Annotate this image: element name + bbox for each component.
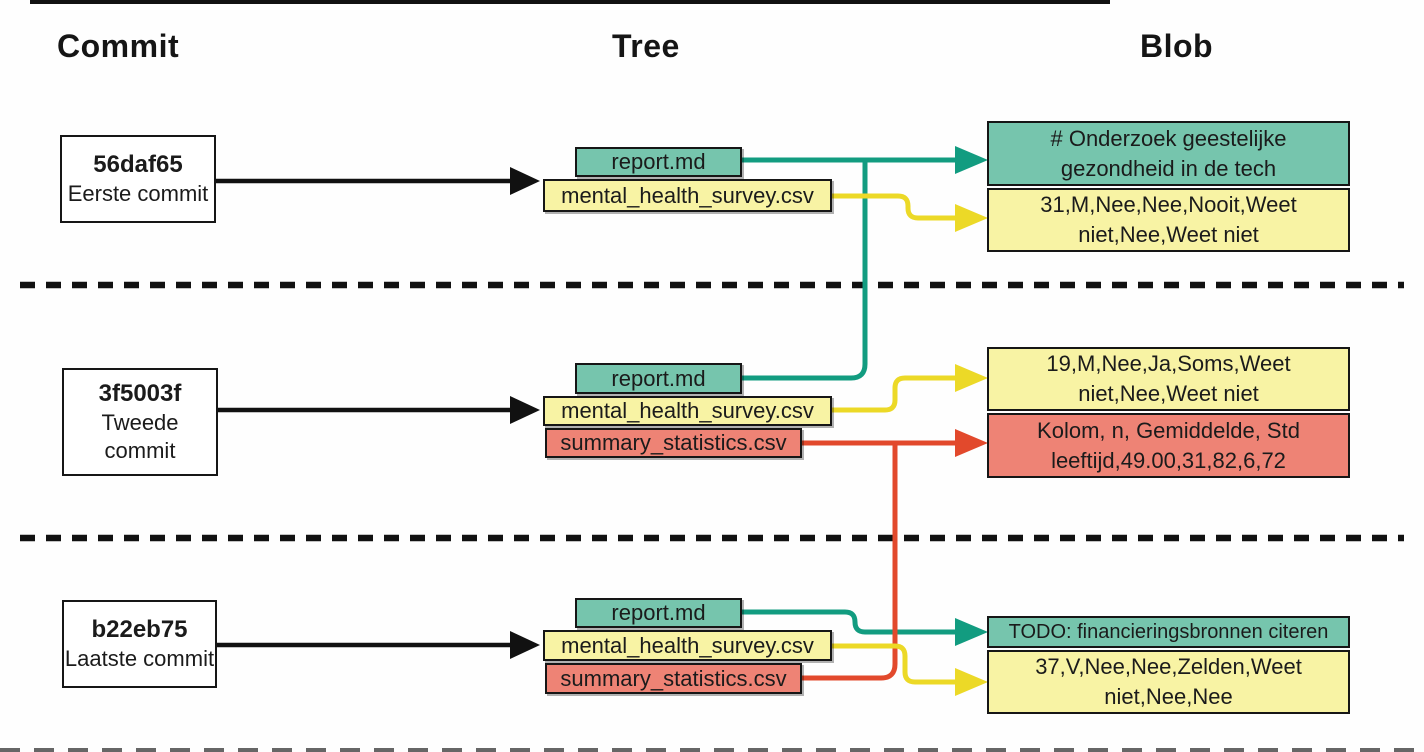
commit-hash: 56daf65 [93, 151, 183, 178]
commit-hash: b22eb75 [91, 616, 188, 643]
blob-report-content: TODO: financieringsbronnen citeren [987, 616, 1350, 648]
commit-arrowheads [510, 167, 540, 659]
tree-entry-report-md: report.md [575, 598, 742, 628]
column-header-tree: Tree [612, 28, 680, 64]
commit-box-1: 56daf65 Eerste commit [60, 135, 216, 223]
commit-hash: 3f5003f [98, 380, 182, 407]
top-border-line [30, 0, 1110, 4]
column-header-blob: Blob [1140, 28, 1214, 64]
yellow-wires [832, 193, 955, 685]
tree-entry-summary-csv: summary_statistics.csv [545, 663, 802, 694]
wire-arrowheads [955, 146, 988, 696]
commit-arrows [216, 178, 512, 648]
tree-entry-survey-csv: mental_health_survey.csv [543, 630, 832, 661]
blob-summary-content: Kolom, n, Gemiddelde, Std leeftijd,49.00… [987, 413, 1350, 478]
blob-survey-content: 19,M,Nee,Ja,Soms,Weet niet,Nee,Weet niet [987, 347, 1350, 411]
column-header-commit: Commit [57, 28, 180, 64]
commit-label: Eerste commit [67, 181, 209, 206]
tree-entry-report-md: report.md [575, 147, 742, 177]
tree-entry-report-md: report.md [575, 363, 742, 394]
blob-report-content: # Onderzoek geestelijke gezondheid in de… [987, 121, 1350, 186]
commit-label: Tweede commit [101, 410, 179, 463]
tree-entry-survey-csv: mental_health_survey.csv [543, 179, 832, 212]
blob-survey-content: 37,V,Nee,Nee,Zelden,Weet niet,Nee,Nee [987, 650, 1350, 714]
tree-entry-summary-csv: summary_statistics.csv [545, 428, 802, 458]
commit-box-2: 3f5003f Tweede commit [62, 368, 218, 476]
commit-label: Laatste commit [64, 646, 215, 671]
blob-survey-content: 31,M,Nee,Nee,Nooit,Weet niet,Nee,Weet ni… [987, 188, 1350, 252]
commit-box-3: b22eb75 Laatste commit [62, 600, 217, 688]
tree-entry-survey-csv: mental_health_survey.csv [543, 396, 832, 426]
